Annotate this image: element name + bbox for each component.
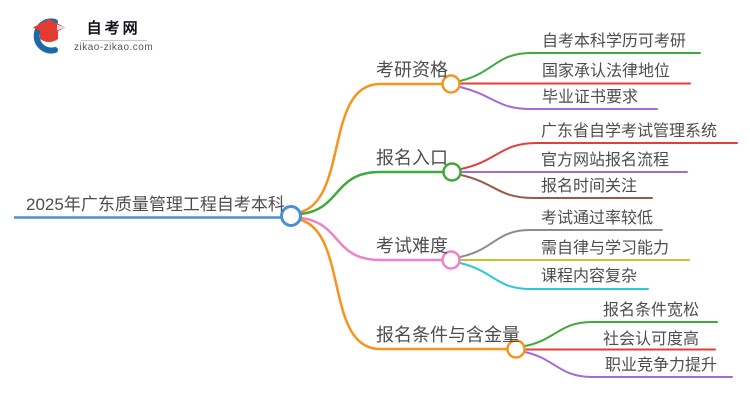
leaf-1-1-label: 自考本科学历可考研 [542,33,687,50]
leaf-1-3-underline [459,86,658,110]
leaf-3-3-label: 课程内容复杂 [541,268,638,285]
branch-3-label: 考试难度 [376,236,448,256]
logo-text: 自考网 zikao-zikao.com [74,17,153,53]
leaf-3-3-underline [459,262,649,290]
branch-2-curve [299,170,445,216]
leaf-2-2-label: 官方网站报名流程 [541,152,670,169]
leaf-4-2-label: 社会认可度高 [603,331,700,348]
branch-3-curve [299,216,444,262]
logo-divider [80,40,147,41]
branch-4-label: 报名条件与含金量 [376,325,520,345]
branch-4-curve [299,218,509,351]
leaf-1-2-label: 国家承认法律地位 [542,63,671,80]
central-topic-label: 2025年广东质量管理工程自考本科 [26,195,285,214]
branch-1-node-circle [441,74,461,94]
site-domain: zikao-zikao.com [74,42,154,53]
leaf-4-1-label: 报名条件宽松 [603,302,700,319]
leaf-3-1-label: 考试通过率较低 [541,210,654,227]
leaf-4-1-underline [524,321,718,347]
leaf-4-3-underline [524,351,733,378]
branch-2-label: 报名入口 [376,148,448,168]
central-node-circle [280,205,302,227]
branch-1-label: 考研资格 [376,60,448,80]
branch-1-curve [299,82,444,214]
leaf-1-3-label: 毕业证书要求 [542,89,639,106]
leaf-3-2-label: 需自律与学习能力 [541,240,670,257]
leaf-2-1-label: 广东省自学考试管理系统 [541,123,718,140]
branch-4-node-circle [506,339,526,359]
leaf-4-3-label: 职业竞争力提升 [605,357,718,374]
graduation-cap-icon [33,18,65,54]
leaf-1-1-underline [459,52,701,82]
branch-3-node-circle [441,250,461,270]
leaf-2-1-underline [460,142,738,170]
branch-2-node-circle [442,162,462,182]
site-logo: 自考网 zikao-zikao.com [28,14,153,56]
leaf-2-3-label: 报名时间关注 [541,178,638,195]
leaf-2-3-underline [460,174,653,199]
leaf-3-1-underline [459,229,663,258]
site-name: 自考网 [86,20,141,37]
